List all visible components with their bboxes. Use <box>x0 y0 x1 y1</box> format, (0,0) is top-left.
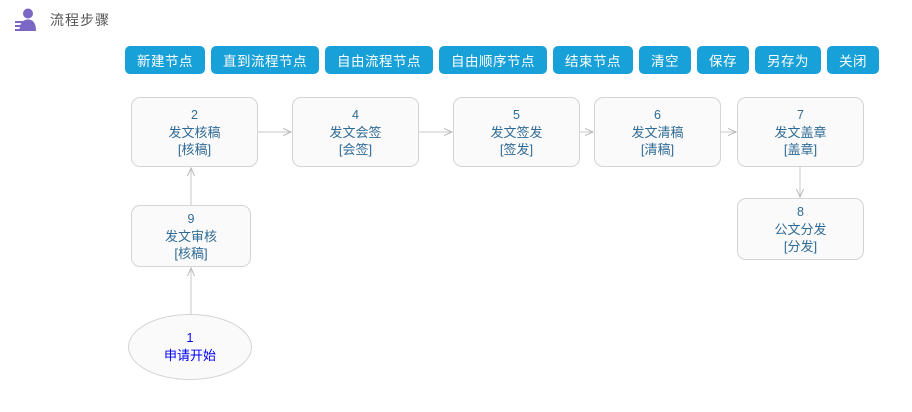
flow-node-tag: [核稿] <box>177 141 212 157</box>
flow-node-id: 1 <box>186 331 194 345</box>
free-order-node-button[interactable]: 自由顺序节点 <box>439 46 547 74</box>
flow-node-6[interactable]: 6 发文清稿[清稿] <box>594 97 721 167</box>
flow-node-id: 5 <box>513 107 520 122</box>
flow-node-tag: [盖章] <box>783 141 818 157</box>
save-as-button[interactable]: 另存为 <box>755 46 821 74</box>
flow-node-tag: [清稿] <box>640 141 675 157</box>
clear-button[interactable]: 清空 <box>639 46 691 74</box>
flow-node-7[interactable]: 7 发文盖章[盖章] <box>737 97 864 167</box>
flow-node-1[interactable]: 1 申请开始 <box>128 314 252 380</box>
flow-node-id: 9 <box>187 211 195 226</box>
flow-node-name: 申请开始 <box>163 348 216 363</box>
flow-node-5[interactable]: 5 发文签发[签发] <box>453 97 580 167</box>
flow-node-id: 2 <box>191 107 198 122</box>
flow-node-name: 发文审核 <box>164 228 217 244</box>
user-steps-icon <box>14 7 38 33</box>
end-node-button[interactable]: 结束节点 <box>553 46 633 74</box>
flow-node-id: 8 <box>797 204 804 219</box>
flow-node-tag: [会签] <box>338 141 373 157</box>
flow-node-name: 公文分发 <box>774 221 827 237</box>
flow-node-tag: [核稿] <box>174 245 208 261</box>
free-flow-node-button[interactable]: 自由流程节点 <box>325 46 433 74</box>
flow-node-id: 6 <box>654 107 661 122</box>
flow-node-name: 发文会签 <box>329 124 382 140</box>
flow-node-name: 发文清稿 <box>631 124 684 140</box>
flow-node-name: 发文核稿 <box>168 124 221 140</box>
until-flow-node-button[interactable]: 直到流程节点 <box>211 46 319 74</box>
flow-node-name: 发文签发 <box>490 124 543 140</box>
user-steps-icon-svg <box>15 8 36 31</box>
new-node-button[interactable]: 新建节点 <box>125 46 205 74</box>
page-title: 流程步骤 <box>50 12 110 28</box>
page-header: 流程步骤 <box>0 0 912 40</box>
toolbar: 新建节点直到流程节点自由流程节点自由顺序节点结束节点清空保存另存为关闭 <box>125 46 879 74</box>
flow-node-2[interactable]: 2 发文核稿[核稿] <box>131 97 258 167</box>
save-button[interactable]: 保存 <box>697 46 749 74</box>
flow-node-tag: [分发] <box>783 238 818 254</box>
flow-node-id: 4 <box>352 107 359 122</box>
flow-node-name: 发文盖章 <box>774 124 827 140</box>
flow-node-4[interactable]: 4 发文会签[会签] <box>292 97 419 167</box>
flow-node-id: 7 <box>797 107 804 122</box>
flow-node-8[interactable]: 8 公文分发[分发] <box>737 198 864 260</box>
flow-node-9[interactable]: 9 发文审核[核稿] <box>131 205 251 267</box>
close-button[interactable]: 关闭 <box>827 46 879 74</box>
flow-node-tag: [签发] <box>499 141 534 157</box>
